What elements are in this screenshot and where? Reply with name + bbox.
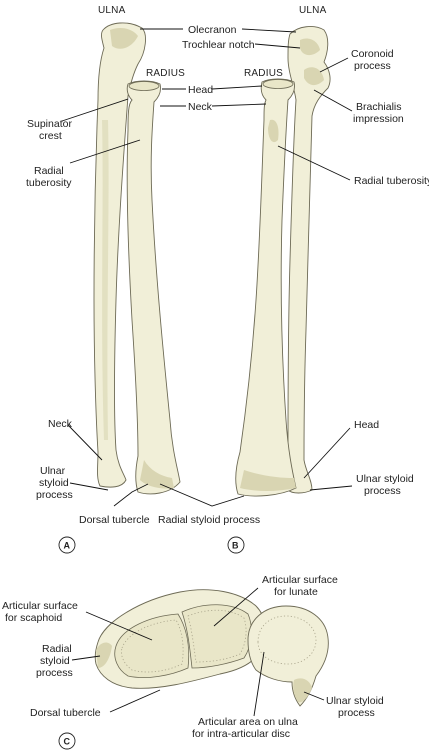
leader-c-ulnar-styloid [303, 691, 325, 701]
view-a-anterior: ULNA RADIUS Supinator crest Radial tuber… [26, 5, 260, 554]
ulna-b-trochlear-shade [300, 38, 320, 56]
label-b-coronoid: Coronoid process [351, 48, 397, 72]
label-a-radial-styloid: Radial styloid process [158, 514, 260, 526]
label-c-art-surface-scaphoid: Articular surface for scaphoid [2, 600, 81, 624]
leader-b-head [303, 427, 351, 479]
view-c-distal-surfaces: Articular surface for lunate Articular s… [2, 574, 387, 750]
ulna-a-shaft-shade [102, 120, 109, 440]
lunate-facet-rim [187, 609, 247, 663]
label-b-brachialis: Brachialis impression [353, 101, 404, 125]
leader-a-radial-styloid [159, 483, 245, 507]
leader-b-radial-tuberosity [277, 145, 351, 181]
lunate-facet [181, 604, 252, 669]
scaphoid-facet-rim [121, 619, 184, 673]
view-b-posterior: ULNA RADIUS Olecranon Trochlear notch He… [140, 5, 429, 554]
radius-b-tuberosity-shade [268, 119, 279, 143]
label-b-olecranon: Olecranon [188, 24, 237, 36]
label-a-dorsal-tubercle: Dorsal tubercle [79, 514, 150, 526]
radius-a-head [128, 81, 160, 91]
ulna-b-shape [286, 26, 331, 494]
leader-a-neck [67, 424, 103, 461]
label-c-ulnar-styloid: Ulnar styloid process [326, 695, 387, 719]
ulna-a-olecranon-shade [110, 28, 138, 49]
label-a-radial-tuberosity: Radial tuberosity [26, 165, 72, 189]
leader-b-neck-b [211, 103, 267, 107]
leader-a-radial-tuberosity [69, 139, 141, 164]
leader-c-ulna-disc [253, 651, 265, 717]
leader-a-dorsal-tubercle [113, 483, 149, 507]
radius-b-head [262, 79, 294, 89]
leader-b-trochlear [254, 43, 301, 49]
label-b-trochlear-notch: Trochlear notch [182, 39, 255, 51]
label-c-dorsal-tubercle: Dorsal tubercle [30, 707, 101, 719]
view-b-radius-heading: RADIUS [244, 68, 283, 79]
leader-c-lunate [213, 587, 259, 627]
svg-text:B: B [232, 541, 239, 551]
view-a-ulna-heading: ULNA [98, 5, 126, 16]
label-c-art-area-ulna: Articular area on ulna for intra-articul… [192, 716, 301, 740]
leader-b-coronoid [319, 57, 349, 73]
radius-a-distal-shade [140, 460, 174, 489]
badge-a: A [58, 536, 76, 554]
label-a-neck: Neck [48, 418, 73, 430]
scaphoid-facet [114, 613, 190, 678]
leader-c-radial-styloid [71, 655, 101, 661]
leader-b-brachialis [313, 89, 353, 112]
badge-c: C [58, 732, 76, 750]
svg-text:A: A [64, 541, 71, 551]
label-a-ulnar-styloid: Ulnar styloid process [36, 465, 73, 501]
ulna-c-styloid-shade [293, 678, 312, 703]
view-a-radius-heading: RADIUS [146, 68, 185, 79]
label-b-head-bottom: Head [354, 419, 379, 431]
label-c-art-surface-lunate: Articular surface for lunate [262, 574, 341, 598]
view-b-ulna-heading: ULNA [299, 5, 327, 16]
leader-a-supinator [61, 98, 129, 122]
ulna-c-distal-surface [247, 605, 329, 707]
leader-a-ulnar-styloid [69, 482, 109, 491]
leader-c-scaphoid [85, 611, 153, 641]
label-b-neck: Neck [188, 101, 213, 113]
ulna-c-disc-area [257, 615, 317, 665]
radius-b-distal-shade [240, 470, 296, 491]
leader-b-head-b [211, 85, 263, 90]
label-b-ulnar-styloid: Ulnar styloid process [356, 473, 417, 497]
leader-c-dorsal-tubercle [109, 689, 161, 713]
radius-a-shape [126, 80, 181, 495]
ulna-b-coronoid-shade [304, 67, 324, 86]
label-b-radial-tuberosity: Radial tuberosity [354, 175, 429, 187]
radius-b-shape [235, 78, 297, 497]
radial-styloid-nub [96, 642, 112, 668]
label-b-head-top: Head [188, 84, 213, 96]
label-c-radial-styloid: Radial styloid process [36, 643, 75, 679]
svg-text:C: C [64, 737, 71, 747]
leader-b-ulnar-styloid [309, 485, 353, 491]
leader-b-olecranon-ulna-b [241, 28, 297, 33]
label-a-supinator-crest: Supinator crest [27, 118, 75, 142]
badge-b: B [227, 536, 245, 554]
